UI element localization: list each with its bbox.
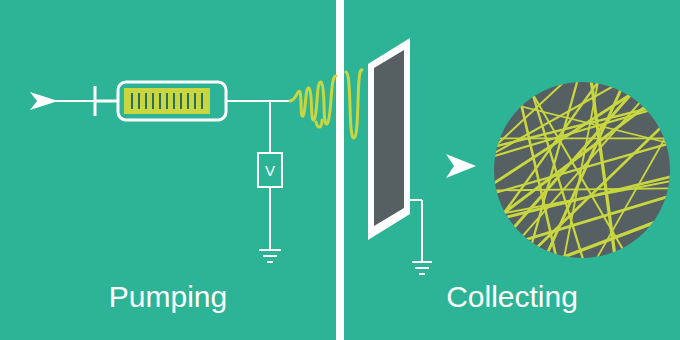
push-line — [55, 100, 95, 102]
syringe — [95, 82, 290, 120]
voltage-symbol: V — [265, 162, 275, 179]
input-arrow — [30, 92, 58, 110]
left-panel — [0, 0, 336, 340]
stage-label: Collecting — [446, 280, 578, 314]
voltage-source-box: V — [257, 152, 283, 188]
result-arrow — [446, 154, 476, 178]
nanofibers — [323, 0, 680, 340]
graduation-marks — [132, 93, 202, 109]
polymer-solution — [124, 88, 210, 114]
collector-plate — [374, 50, 404, 226]
stage-label: Pumping — [109, 280, 227, 314]
collector-plate-outline — [368, 38, 410, 240]
collector-ground — [410, 200, 432, 274]
fiber-jet — [290, 70, 362, 138]
